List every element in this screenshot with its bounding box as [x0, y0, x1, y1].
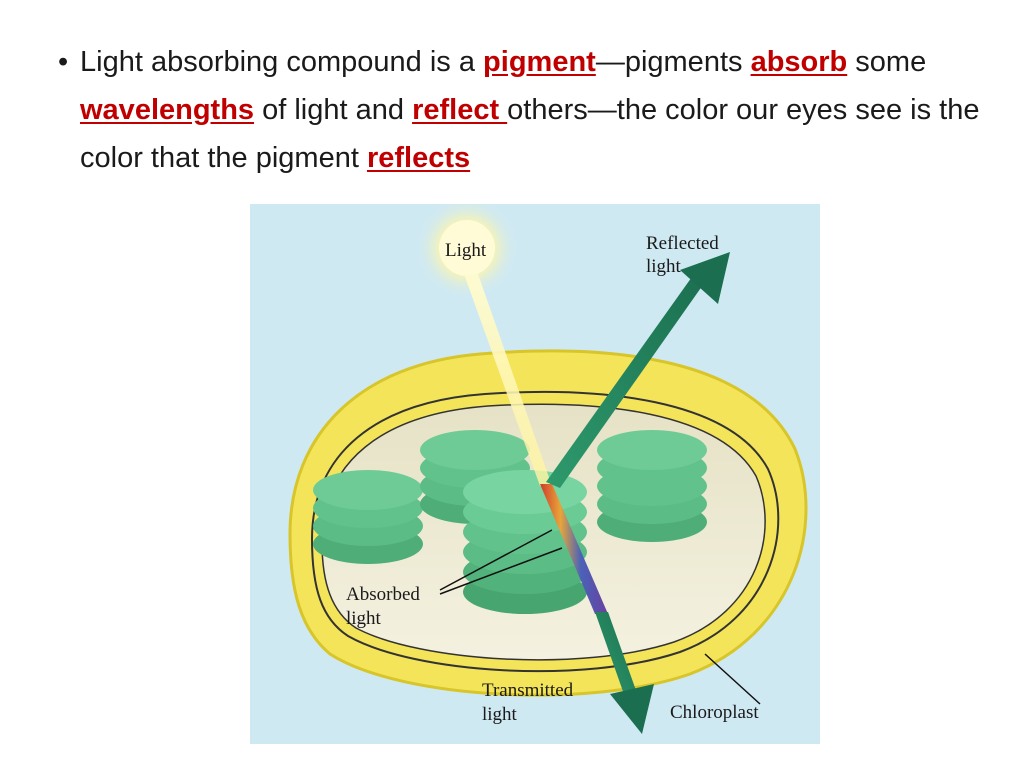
chloroplast-membrane-line [310, 390, 780, 673]
keyword-term: reflect [412, 94, 508, 126]
chloroplast-label: Chloroplast [670, 702, 759, 723]
transmitted-light-arrow [595, 612, 654, 734]
absorbed-light-label-line1: Absorbed [346, 584, 420, 605]
reflected-light-label-line1: Reflected [646, 233, 719, 254]
absorbed-leader-line [439, 547, 563, 595]
keyword-term: reflects [366, 142, 471, 174]
transmitted-light-label-line1: Transmitted [482, 680, 574, 701]
granum-stack-right [597, 430, 707, 542]
text-segment: Light absorbing compound is a [80, 46, 484, 78]
bullet-point: • Light absorbing compound is a pigment—… [58, 38, 988, 182]
chloroplast-leader-line [704, 653, 761, 705]
text-segment: some [847, 46, 927, 78]
keyword-term: pigment [483, 46, 596, 78]
granum-stack-left [313, 470, 423, 564]
incident-light-beam [464, 274, 552, 486]
light-label: Light [445, 240, 487, 261]
keyword-term: absorb [750, 46, 848, 78]
reflected-light-arrow [546, 252, 730, 488]
absorbed-leader-line [439, 529, 553, 591]
chloroplast-figure: Light Reflected light Absorbed light Tra… [250, 204, 820, 744]
text-segment: of light and [254, 94, 413, 126]
text-segment: others—the color our eyes see is the col… [80, 94, 980, 174]
keyword-term: wavelengths [80, 94, 255, 126]
reflected-light-label-line2: light [646, 256, 682, 277]
bullet-marker: • [58, 46, 69, 78]
transmitted-light-label-line2: light [482, 704, 518, 725]
text-segment: —pigments [595, 46, 751, 78]
absorbed-light-band [540, 484, 608, 614]
bullet-text: Light absorbing compound is a pigment—pi… [80, 38, 988, 182]
absorbed-light-label-line2: light [346, 608, 382, 629]
light-source-icon [439, 220, 495, 276]
chloroplast-illustration: Light Reflected light Absorbed light Tra… [250, 204, 820, 744]
